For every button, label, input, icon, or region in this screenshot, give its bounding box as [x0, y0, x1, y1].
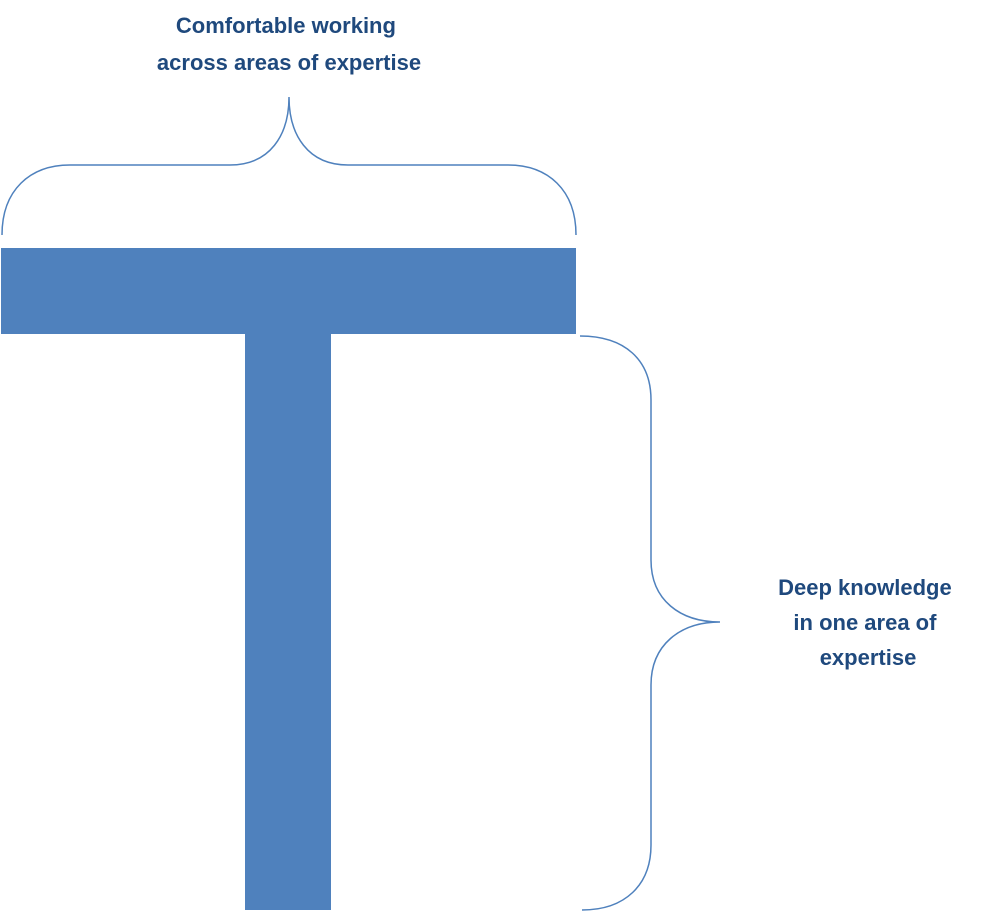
t-horizontal-bar	[1, 248, 576, 334]
top-label-line-1: Comfortable working	[176, 13, 396, 38]
top-label-line-2: across areas of expertise	[157, 50, 421, 75]
right-curly-brace	[579, 335, 721, 911]
side-label-line-1: Deep knowledge	[778, 575, 952, 600]
side-label-line-2: in one area of	[793, 610, 937, 635]
top-label: Comfortable working across areas of expe…	[157, 13, 421, 75]
side-label: Deep knowledge in one area of expertise	[778, 575, 958, 670]
t-vertical-stem	[245, 334, 331, 910]
top-curly-brace	[1, 96, 577, 236]
side-label-line-3: expertise	[820, 645, 917, 670]
